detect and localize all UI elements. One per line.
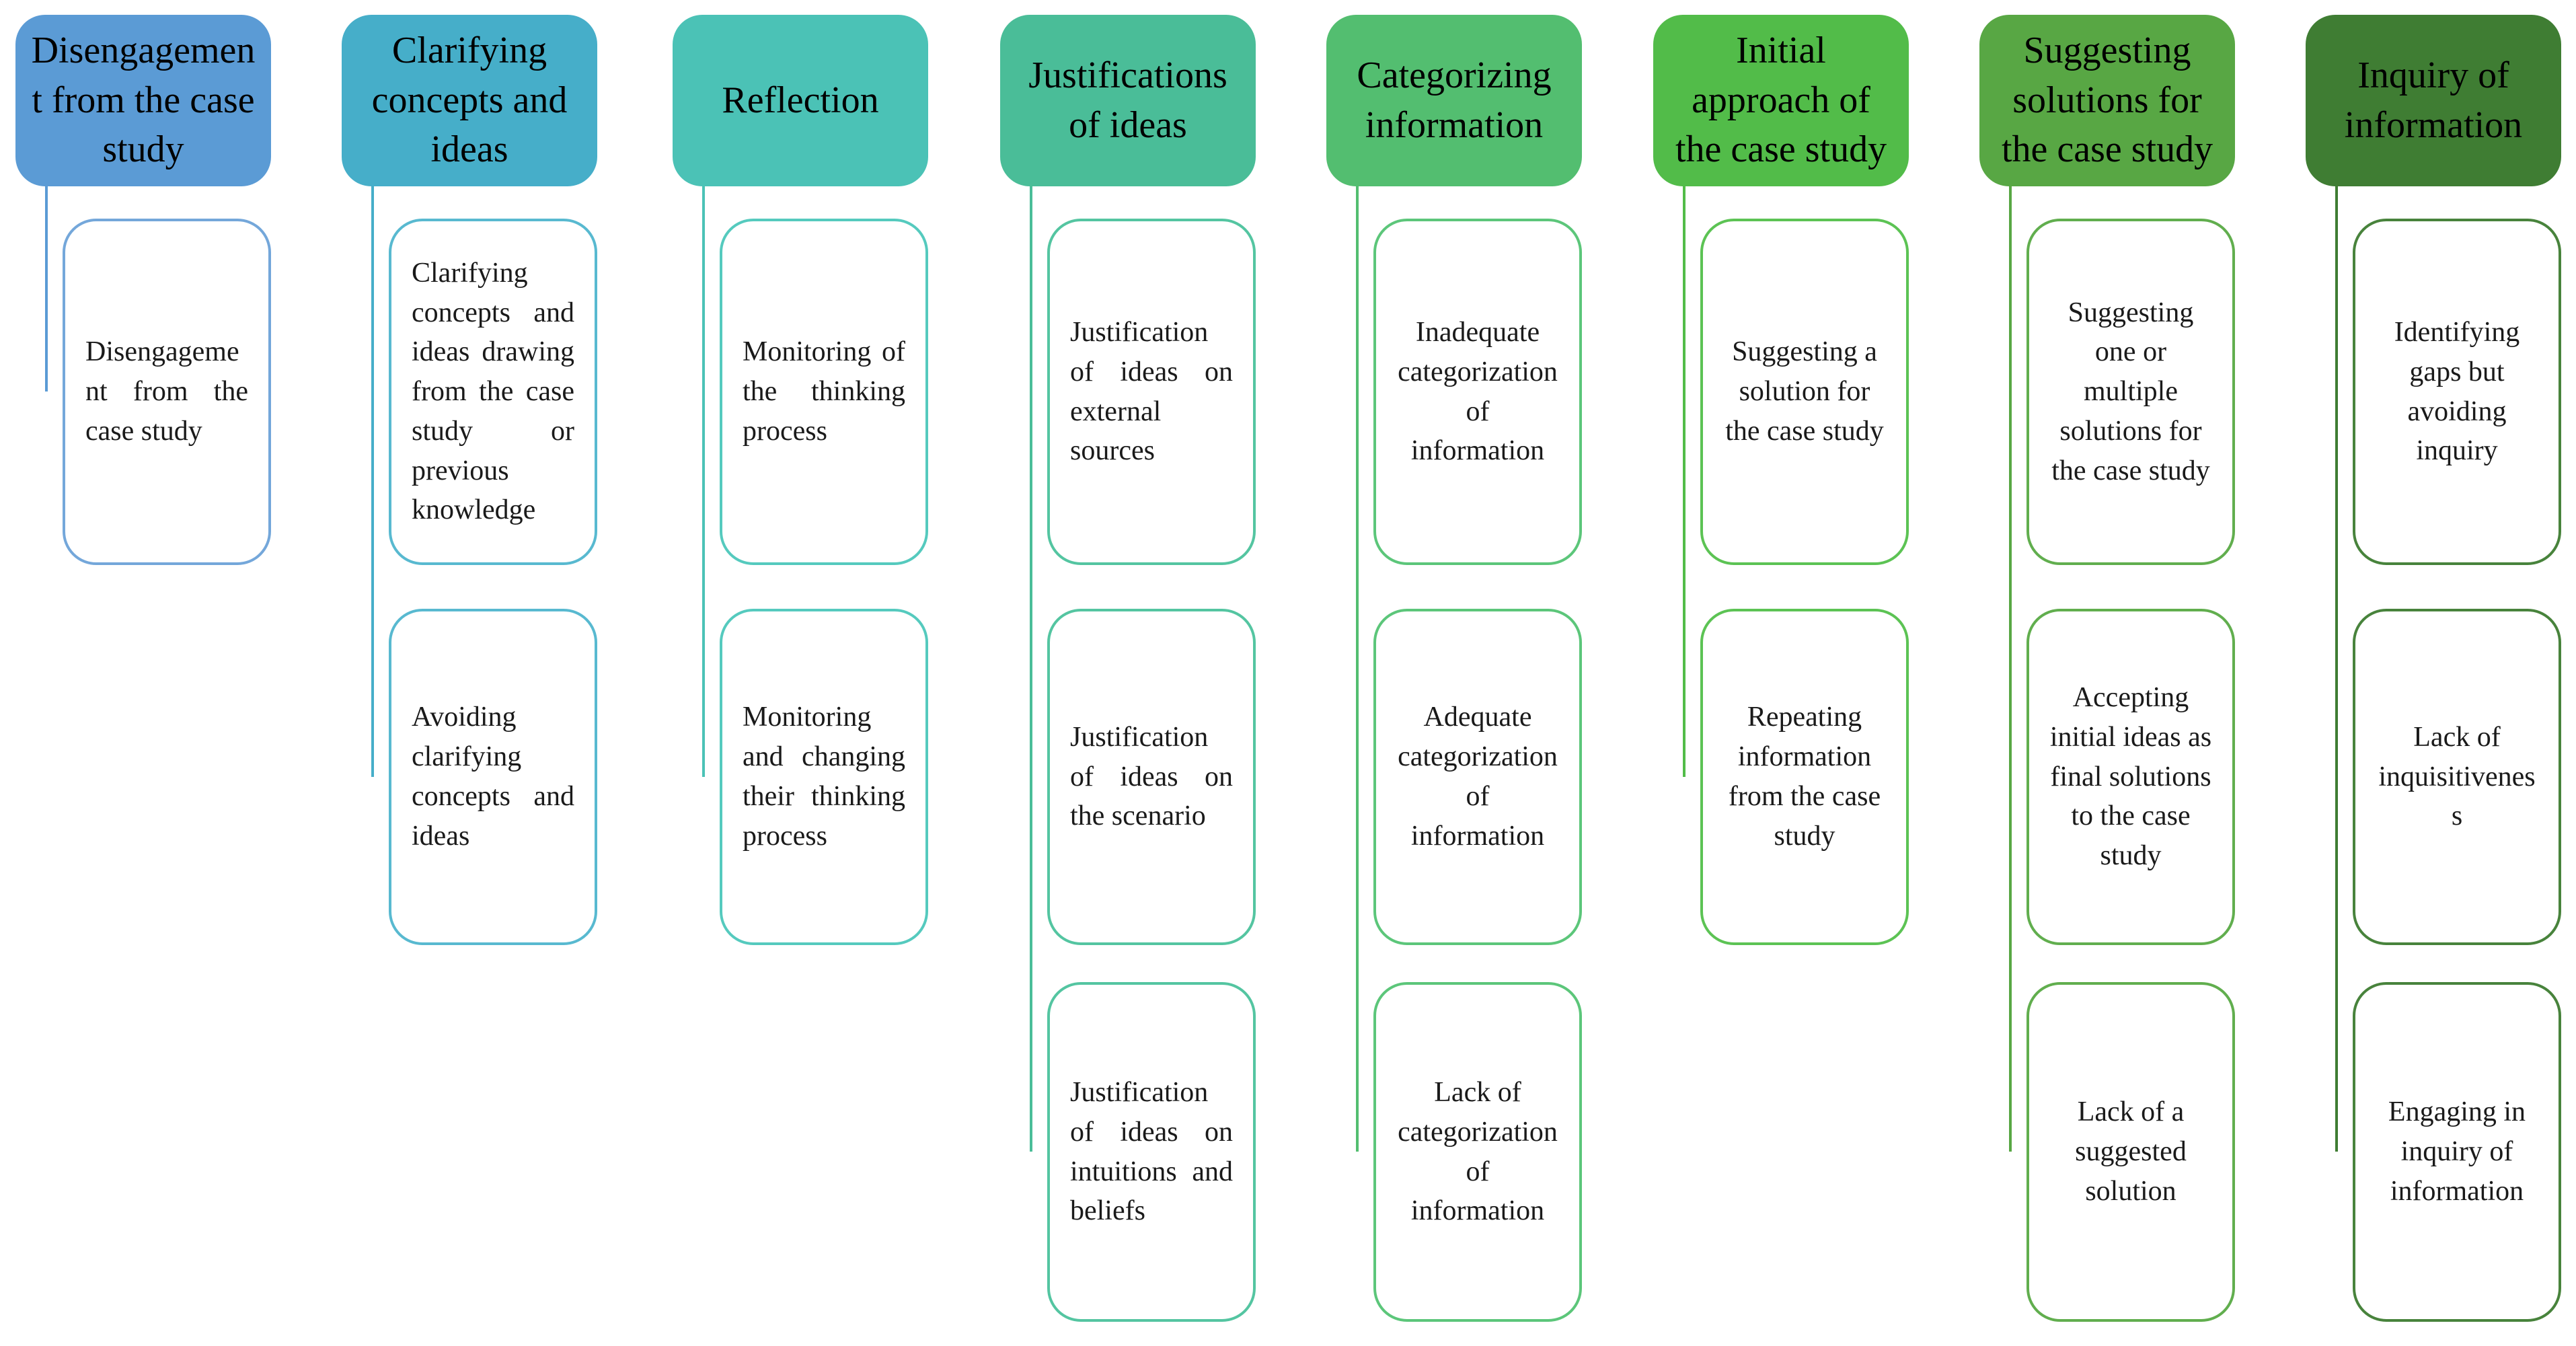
subcategory-label: Engaging in inquiry of information [2388, 1096, 2526, 1207]
subcategory-label: Disengagement from the case study [85, 336, 248, 447]
subcategory-box: Lack of categorization of information [1373, 982, 1582, 1322]
category-header-justifications: Justifications of ideas [1000, 15, 1256, 186]
subcategory-label: Adequate categorization of information [1398, 702, 1558, 852]
subcategory-label: Repeating information from the case stud… [1728, 702, 1881, 852]
subcategory-box: Monitoring and changing their thinking p… [720, 609, 928, 945]
subcategory-label: Clarifying concepts and ideas drawing fr… [412, 257, 574, 526]
subcategory-label: Justification of ideas on external sourc… [1070, 316, 1233, 467]
subcategory-box: Engaging in inquiry of information [2353, 982, 2561, 1322]
subcategory-label: Justification of ideas on intuitions and… [1070, 1076, 1233, 1227]
subcategory-label: Avoiding clarifying concepts and ideas [412, 702, 574, 852]
column-initial-approach: Initial approach of the case study Sugge… [1653, 15, 1909, 945]
connector-elbow [2353, 391, 2355, 394]
subcategory-label: Lack of a suggested solution [2075, 1096, 2187, 1207]
subcategory-label: Accepting initial ideas as final solutio… [2049, 682, 2212, 872]
connector-line [1683, 186, 1685, 777]
subcategory-label: Inadequate categorization of information [1398, 316, 1558, 467]
subcategory-box: Inadequate categorization of information [1373, 219, 1582, 565]
category-header-initial-approach: Initial approach of the case study [1653, 15, 1909, 186]
connector-elbow [389, 776, 391, 778]
column-categorizing: Categorizing information Inadequate cate… [1326, 15, 1582, 1322]
subcategory-box: Adequate categorization of information [1373, 609, 1582, 945]
category-header-reflection: Reflection [673, 15, 928, 186]
connector-line [2335, 186, 2338, 1152]
connector-line [45, 186, 48, 391]
connector-elbow [720, 391, 722, 394]
subcategory-box: Lack of a suggested solution [2026, 982, 2235, 1322]
subcategory-label: Monitoring of the thinking process [743, 336, 905, 447]
subcategory-box: Accepting initial ideas as final solutio… [2026, 609, 2235, 945]
connector-elbow [1047, 776, 1050, 778]
category-header-categorizing: Categorizing information [1326, 15, 1582, 186]
connector-elbow [1700, 391, 1703, 394]
column-suggesting-solutions: Suggesting solutions for the case study … [1979, 15, 2235, 1322]
category-header-disengagement: Disengagement from the case study [15, 15, 271, 186]
connector-line [1356, 186, 1359, 1152]
connector-elbow [2026, 776, 2029, 778]
connector-line [702, 186, 705, 777]
connector-elbow [2353, 1151, 2355, 1154]
subcategory-label: Identifying gaps but avoiding inquiry [2394, 316, 2520, 467]
connector-elbow [2353, 776, 2355, 778]
subcategory-box: Identifying gaps but avoiding inquiry [2353, 219, 2561, 565]
subcategory-box: Monitoring of the thinking process [720, 219, 928, 565]
connector-elbow [1700, 776, 1703, 778]
subcategory-box: Lack of inquisitiveness [2353, 609, 2561, 945]
subcategory-label: Suggesting one or multiple solutions for… [2051, 297, 2210, 486]
category-header-clarifying: Clarifying concepts and ideas [342, 15, 597, 186]
column-disengagement: Disengagement from the case study Diseng… [15, 15, 271, 565]
connector-line [2009, 186, 2012, 1152]
connector-elbow [2026, 1151, 2029, 1154]
column-inquiry: Inquiry of information Identifying gaps … [2306, 15, 2561, 1322]
connector-elbow [1373, 391, 1376, 394]
subcategory-label: Suggesting a solution for the case study [1725, 336, 1884, 447]
subcategory-box: Suggesting a solution for the case study [1700, 219, 1909, 565]
connector-elbow [63, 391, 65, 394]
column-justifications: Justifications of ideas Justification of… [1000, 15, 1256, 1322]
subcategory-label: Justification of ideas on the scenario [1070, 721, 1233, 832]
category-header-suggesting-solutions: Suggesting solutions for the case study [1979, 15, 2235, 186]
subcategory-label: Lack of categorization of information [1398, 1076, 1558, 1227]
subcategory-label: Lack of inquisitiveness [2378, 721, 2536, 832]
connector-elbow [1373, 776, 1376, 778]
subcategory-box: Suggesting one or multiple solutions for… [2026, 219, 2235, 565]
connector-elbow [2026, 391, 2029, 394]
connector-elbow [1373, 1151, 1376, 1154]
subcategory-box: Justification of ideas on external sourc… [1047, 219, 1256, 565]
connector-elbow [1047, 1151, 1050, 1154]
category-header-inquiry: Inquiry of information [2306, 15, 2561, 186]
connector-elbow [389, 391, 391, 394]
column-clarifying: Clarifying concepts and ideas Clarifying… [342, 15, 597, 945]
subcategory-box: Disengagement from the case study [63, 219, 271, 565]
subcategory-box: Justification of ideas on intuitions and… [1047, 982, 1256, 1322]
subcategory-box: Justification of ideas on the scenario [1047, 609, 1256, 945]
subcategory-box: Repeating information from the case stud… [1700, 609, 1909, 945]
subcategory-box: Avoiding clarifying concepts and ideas [389, 609, 597, 945]
connector-elbow [720, 776, 722, 778]
connector-line [1030, 186, 1032, 1152]
connector-elbow [1047, 391, 1050, 394]
connector-line [371, 186, 374, 777]
subcategory-label: Monitoring and changing their thinking p… [743, 702, 905, 852]
subcategory-box: Clarifying concepts and ideas drawing fr… [389, 219, 597, 565]
column-reflection: Reflection Monitoring of the thinking pr… [673, 15, 928, 945]
